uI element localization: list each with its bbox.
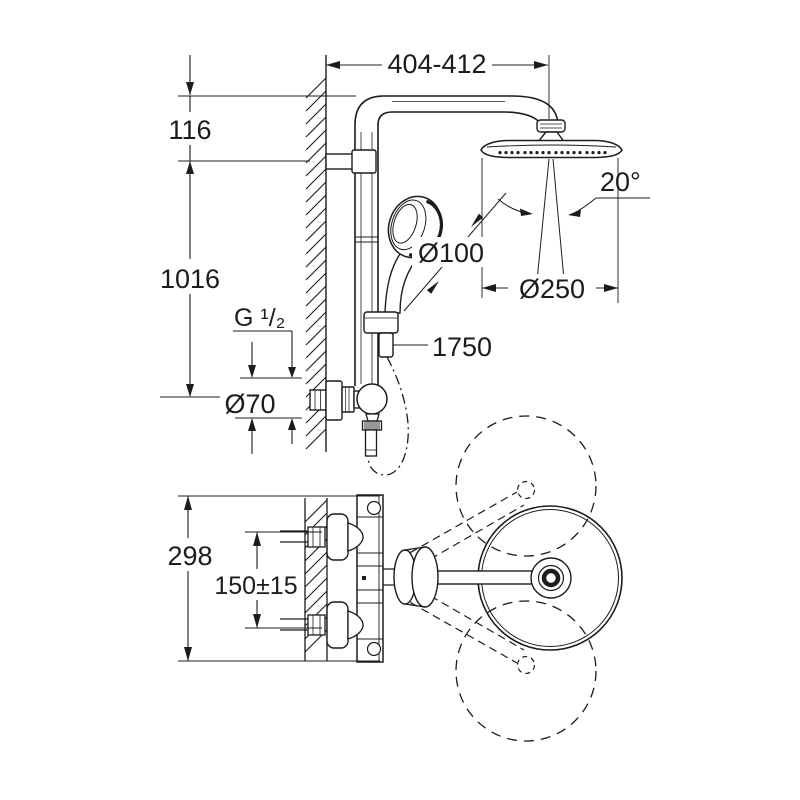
label-top-width: 404-412 — [387, 49, 486, 79]
label-connection-spacing: 150±15 — [214, 572, 297, 600]
wall-union-fitting — [309, 389, 327, 411]
pipe-highlight-lines — [360, 101, 505, 384]
swivel-range-circle-down — [455, 600, 597, 742]
ext-lines-valve-height — [178, 495, 380, 662]
inlet-top-hex — [307, 526, 326, 548]
ext-lines-connection-spacing — [245, 531, 322, 629]
dim-hand-diameter-arrows — [426, 213, 484, 294]
ball-joint-ribs — [540, 123, 562, 129]
label-rail-height: 1016 — [160, 264, 220, 294]
inlet-bottom-stubs — [280, 618, 308, 631]
body-screw-top — [366, 500, 382, 516]
swivel-arm-up-dashed — [398, 491, 525, 573]
valve-outlet-taper — [365, 413, 380, 422]
label-spray-angle: 20° — [600, 167, 641, 197]
label-offset-top: 116 — [168, 115, 211, 145]
inlet-bottom-escutcheon — [326, 601, 349, 649]
connection-nut-lines — [345, 387, 350, 412]
label-head-shower-diameter: Ø250 — [519, 274, 585, 304]
inlet-top-dome — [347, 522, 364, 552]
connection-nut — [341, 386, 355, 413]
ext-lines-escutcheon — [235, 377, 302, 419]
inlet-top-escutcheon — [326, 513, 349, 561]
label-hand-shower-diameter: Ø100 — [418, 238, 484, 268]
arm-swivel-joint-right — [411, 546, 439, 608]
shower-hose-dashdot — [367, 356, 409, 476]
inlet-top-stubs — [280, 530, 308, 543]
shower-arm-bar — [435, 570, 533, 585]
hose-nut-ribs — [364, 421, 380, 430]
arm-joint-bridges — [404, 546, 426, 608]
dim-head-diameter-arrows — [482, 284, 618, 292]
head-hub-pin — [541, 568, 561, 588]
swivel-range-circle-up — [455, 415, 597, 557]
outlet-tube — [364, 429, 378, 457]
thread-leader-arrows — [288, 367, 296, 430]
head-disc-groove — [486, 144, 617, 148]
wall-bracket — [325, 153, 355, 170]
label-valve-height: 298 — [167, 541, 212, 571]
head-hub-outer — [530, 557, 572, 599]
shower-pipe-inner — [377, 111, 541, 386]
plan-view — [280, 415, 623, 742]
swivel-arm-up-end — [516, 480, 536, 500]
body-screw-bottom — [366, 641, 382, 657]
front-view — [305, 55, 623, 476]
spray-cone-lines — [535, 158, 566, 292]
valve-body — [356, 383, 388, 415]
bracket-clamp — [351, 149, 377, 174]
angle-arrows — [520, 208, 581, 217]
inlet-top-hex-lines — [312, 527, 321, 547]
hose-outlet — [378, 332, 394, 358]
ball-joint-nut — [536, 119, 566, 133]
thread-leader-lines — [233, 330, 293, 444]
head-hub-mid — [537, 564, 565, 592]
inlet-bottom-dome — [347, 610, 364, 640]
wall-lines-plan — [304, 498, 328, 661]
rail-slider-holder — [363, 311, 399, 334]
label-thread-size: G ¹/₂ — [234, 304, 285, 332]
ext-lines-left — [160, 95, 356, 398]
ext-lines-head-diameter — [481, 158, 619, 303]
dimension-annotations: 404-412 116 1016 20° Ø100 Ø250 G ¹/₂ 175… — [157, 49, 650, 662]
label-backplates — [157, 49, 595, 600]
inlet-bottom-hex-lines — [312, 615, 321, 635]
head-shower-disc — [480, 139, 623, 159]
wall-union-lines — [314, 390, 321, 410]
escutcheon-plate — [325, 380, 343, 421]
spray-nozzle-dots — [498, 151, 607, 155]
angle-arcs — [497, 197, 597, 216]
thermostat-body-lines — [357, 516, 383, 640]
inlet-bottom-hex — [307, 614, 326, 636]
body-center-dot — [362, 576, 366, 580]
label-hose-length: 1750 — [432, 332, 492, 362]
label-escutcheon-diameter: Ø70 — [224, 389, 275, 419]
rail-joint-lines — [355, 236, 378, 243]
shower-pipe-outer — [354, 95, 559, 386]
swivel-arm-down-end — [516, 655, 536, 675]
swivel-arm-down-dashed — [398, 582, 525, 664]
